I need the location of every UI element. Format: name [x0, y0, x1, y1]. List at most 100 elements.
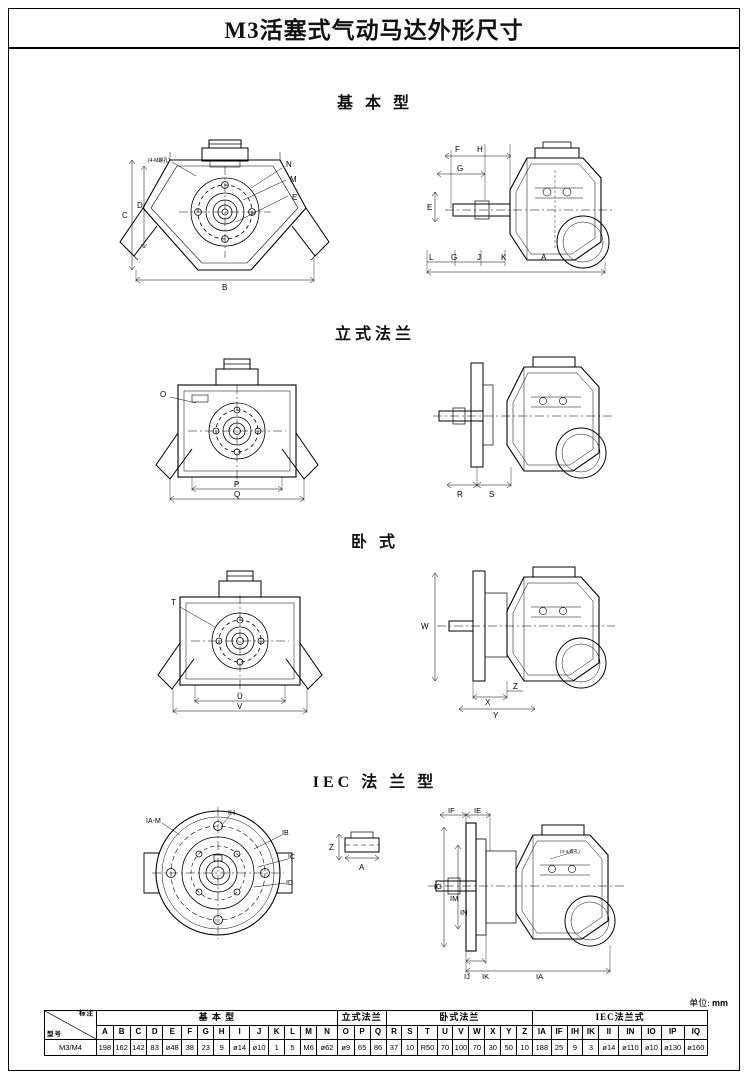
- dim-label-E2: E: [427, 203, 432, 212]
- dim-label-N: N: [286, 160, 292, 169]
- dim-label-J: J: [477, 253, 481, 262]
- dim-label-IA: IA: [536, 972, 543, 980]
- table-column-header: U: [436, 1025, 454, 1040]
- table-cell: 37: [385, 1039, 403, 1056]
- table-column-header: IF: [550, 1025, 568, 1040]
- table-column-header: V: [452, 1025, 470, 1040]
- table-column-header: IP: [660, 1025, 685, 1040]
- table-cell: ø110: [618, 1039, 643, 1056]
- table-group-header: IEC法兰式: [532, 1010, 708, 1026]
- table-cell: ø130: [660, 1039, 685, 1056]
- table-cell: ø10: [641, 1039, 662, 1056]
- dim-label-O: O: [160, 390, 166, 399]
- table-column-header: IH: [566, 1025, 584, 1040]
- section-title-horizontal: 卧 式: [350, 534, 399, 551]
- table-group-header: 卧式法兰: [385, 1010, 534, 1026]
- figure-iec-side: IF IE IG IM IN IJ IK IA (4-IL螺孔): [420, 805, 645, 980]
- dim-label-ID: ID: [286, 880, 293, 887]
- table-cell: 188: [532, 1039, 552, 1056]
- dim-label-IJ: IJ: [464, 972, 470, 980]
- table-column-header: E: [162, 1025, 183, 1040]
- table-column-header: Q: [369, 1025, 387, 1040]
- unit-note-value: mm: [711, 998, 728, 1008]
- table-column-header: H: [213, 1025, 231, 1040]
- table-column-header: J: [249, 1025, 270, 1040]
- table-cell: ø62: [316, 1039, 338, 1056]
- table-column-header: X: [484, 1025, 502, 1040]
- table-cell: 30: [484, 1039, 502, 1056]
- table-cell: ø10: [249, 1039, 270, 1056]
- dim-label-E: E: [292, 193, 297, 202]
- unit-note: 单位: mm: [689, 996, 728, 1009]
- dim-label-Q: Q: [234, 490, 240, 499]
- table-cell: 25: [550, 1039, 568, 1056]
- section-title-basic: 基 本 型: [336, 95, 413, 112]
- dim-label-IG: IG: [434, 882, 442, 891]
- table-cell: 83: [146, 1039, 164, 1056]
- table-cell: 1: [268, 1039, 286, 1056]
- table-column-header: Y: [500, 1025, 518, 1040]
- table-column-header: IA: [532, 1025, 552, 1040]
- table-column-header: IK: [582, 1025, 600, 1040]
- dim-label-IC: IC: [288, 854, 295, 861]
- table-cell: 198: [96, 1039, 114, 1056]
- table-cell: 70: [436, 1039, 454, 1056]
- dim-label-B: B: [222, 283, 227, 290]
- table-cell: 10: [516, 1039, 534, 1056]
- dim-label-F: F: [455, 145, 460, 154]
- table-cell: 70: [468, 1039, 486, 1056]
- table-column-header: Z: [516, 1025, 534, 1040]
- dim-label-A: A: [541, 253, 547, 262]
- table-cell: M6: [300, 1039, 318, 1056]
- table-column-header: P: [353, 1025, 371, 1040]
- dim-label-V: V: [237, 702, 243, 711]
- dim-label-R: R: [457, 490, 463, 499]
- table-cell: 5: [284, 1039, 302, 1056]
- table-column-header: R: [385, 1025, 403, 1040]
- table-cell: ø9: [336, 1039, 355, 1056]
- table-column-header: M: [300, 1025, 318, 1040]
- table-cell: 9: [566, 1039, 584, 1056]
- table-cell: R50: [417, 1039, 438, 1056]
- page-title: M3活塞式气动马达外形尺寸: [224, 18, 524, 43]
- table-column-header: S: [401, 1025, 419, 1040]
- dim-label-T: T: [171, 598, 176, 607]
- dim-label-Y: Y: [493, 711, 499, 720]
- dim-label-IM: IM: [450, 894, 458, 903]
- section-title-iec: IEC 法 兰 型: [312, 774, 438, 791]
- table-column-header: IQ: [683, 1025, 708, 1040]
- table-cell: ø14: [229, 1039, 251, 1056]
- table-cell: ø48: [162, 1039, 183, 1056]
- table-column-header: W: [468, 1025, 486, 1040]
- table-group-header: 立式法兰: [336, 1010, 387, 1026]
- table-cell: 10: [401, 1039, 419, 1056]
- table-column-header: A: [96, 1025, 114, 1040]
- table-cell: ø14: [598, 1039, 620, 1056]
- table-cell: 23: [197, 1039, 215, 1056]
- table-cell: 86: [369, 1039, 387, 1056]
- table-column-header: F: [181, 1025, 199, 1040]
- table-cell: 142: [129, 1039, 148, 1056]
- table-cell: 38: [181, 1039, 199, 1056]
- table-column-header: L: [284, 1025, 302, 1040]
- dim-label-4M: (4-M螺孔): [148, 157, 170, 164]
- table-model-cell: M3/M4: [44, 1039, 97, 1056]
- dim-label-U: U: [237, 692, 243, 701]
- dim-label-IH: IH: [228, 810, 235, 817]
- table-column-header: N: [316, 1025, 338, 1040]
- page-border: [8, 8, 740, 1071]
- dim-label-K: K: [501, 253, 507, 262]
- dim-label-S: S: [489, 490, 494, 499]
- table-cell: 65: [353, 1039, 371, 1056]
- figure-basic-side: F H G E L G J K A: [415, 130, 635, 290]
- table-cell: 100: [452, 1039, 470, 1056]
- dim-label-C: C: [122, 211, 128, 220]
- table-cell: 9: [213, 1039, 231, 1056]
- dim-label-G3: G: [451, 253, 457, 262]
- dim-label-M: M: [290, 175, 297, 184]
- table-cell: 162: [112, 1039, 131, 1056]
- dim-label-detail-A: A: [359, 863, 365, 872]
